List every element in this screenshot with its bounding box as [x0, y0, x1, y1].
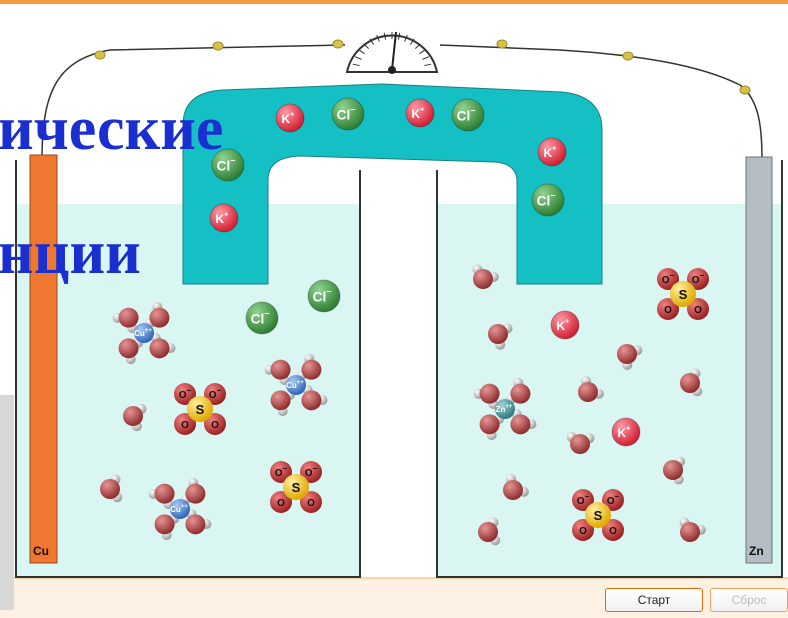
reset-button[interactable]: Сброс: [710, 588, 788, 612]
copper-label: Cu: [33, 544, 49, 558]
overlay-title-line-1: ические: [0, 98, 223, 160]
oxygen-label: O: [211, 420, 219, 431]
chloride-ion: Cl−: [246, 302, 278, 334]
oxygen-label: O: [277, 498, 285, 509]
chloride-ion: Cl−: [452, 99, 484, 131]
potassium-ion: K+: [406, 99, 434, 127]
oxygen-label: O: [579, 526, 587, 537]
oxygen-label: O: [181, 420, 189, 431]
zinc-electrode: [746, 157, 772, 563]
oxygen-label: O: [664, 305, 672, 316]
chloride-ion: Cl−: [532, 184, 564, 216]
potassium-ion: K+: [276, 104, 304, 132]
oxygen-label: O: [694, 305, 702, 316]
overlay-title-line-2: нции: [0, 222, 141, 284]
potassium-ion: K+: [551, 311, 579, 339]
oxygen-label: O: [307, 498, 315, 509]
chloride-ion: Cl−: [308, 280, 340, 312]
chloride-ion: Cl−: [332, 98, 364, 130]
sulfur-label: S: [679, 287, 688, 302]
start-button[interactable]: Старт: [605, 588, 703, 612]
sulfur-label: S: [594, 508, 603, 523]
sulfur-label: S: [196, 402, 205, 417]
copper-electrode: [30, 155, 57, 563]
potassium-ion: K+: [538, 138, 566, 166]
potassium-ion: K+: [612, 418, 640, 446]
zinc-label: Zn: [749, 544, 764, 558]
potassium-ion: K+: [210, 204, 238, 232]
top-border: [0, 0, 788, 4]
oxygen-label: O: [609, 526, 617, 537]
sulfur-label: S: [292, 480, 301, 495]
shadow-bar: [0, 395, 14, 610]
